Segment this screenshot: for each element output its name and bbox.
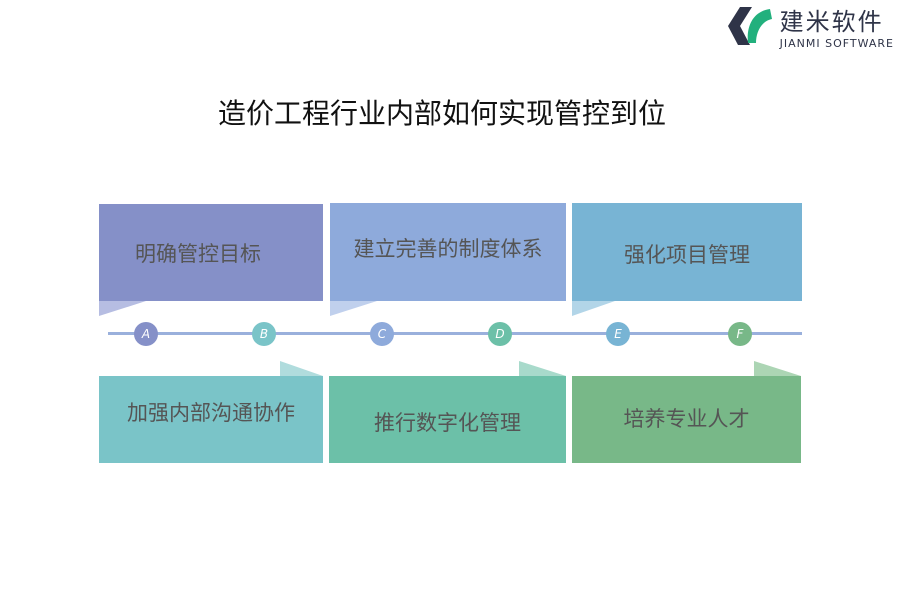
step-box-f: 培养专业人才 [572, 376, 801, 463]
step-tail-c [330, 301, 377, 316]
logo-name-en: JIANMI SOFTWARE [779, 37, 894, 50]
step-label: 推行数字化管理 [374, 410, 521, 435]
step-label: 强化项目管理 [624, 243, 750, 267]
logo-name-cn: 建米软件 [779, 8, 884, 36]
step-box-e: 强化项目管理 [572, 203, 802, 301]
step-label: 建立完善的制度体系 [353, 237, 543, 261]
step-box-c: 建立完善的制度体系 [330, 203, 566, 301]
step-label: 明确管控目标 [135, 242, 261, 266]
marker-a: A [134, 322, 158, 346]
step-tail-a [99, 301, 146, 316]
step-tail-e [572, 301, 615, 316]
timeline-line [108, 332, 802, 335]
jianmi-logo-icon [727, 7, 772, 45]
step-box-b: 加强内部沟通协作 [99, 376, 323, 463]
step-tail-d [519, 361, 566, 376]
step-label: 培养专业人才 [623, 406, 750, 431]
step-tail-b [280, 361, 323, 376]
step-tail-f [754, 361, 801, 376]
step-label: 加强内部沟通协作 [127, 400, 295, 425]
marker-c: C [370, 322, 394, 346]
step-box-d: 推行数字化管理 [329, 376, 566, 463]
marker-b: B [252, 322, 276, 346]
logo: 建米软件 JIANMI SOFTWARE [726, 2, 894, 50]
marker-f: F [728, 322, 752, 346]
marker-e: E [606, 322, 630, 346]
page-title: 造价工程行业内部如何实现管控到位 [217, 97, 666, 130]
marker-d: D [488, 322, 512, 346]
step-box-a: 明确管控目标 [99, 204, 323, 301]
